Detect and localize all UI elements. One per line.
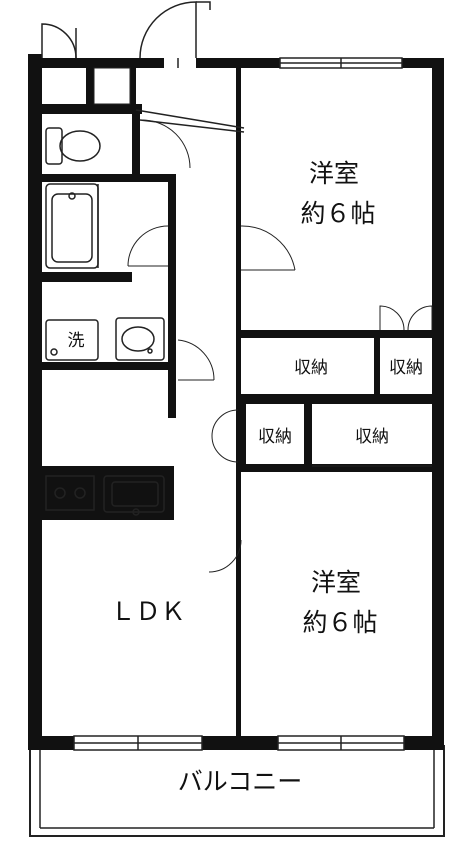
bathtub-icon: [45, 183, 99, 269]
stove-icon: [45, 475, 95, 511]
fixtures: [45, 67, 433, 573]
western-room-bottom-name: 洋室: [311, 568, 361, 597]
western-room-top-name: 洋室: [309, 159, 359, 188]
storage-label-1: 収納: [294, 358, 328, 378]
washer-label: 洗: [68, 331, 85, 351]
balcony-label: バルコニー: [178, 767, 303, 796]
toilet-icon: [45, 127, 101, 165]
storage-label-3: 収納: [258, 427, 292, 447]
entrance-doors: [41, 1, 211, 68]
interior-walls: [42, 66, 432, 736]
windows: [73, 57, 405, 751]
western-room-bottom-size: 約６帖: [302, 608, 377, 637]
sink-icon: [103, 475, 165, 516]
wash-basin-icon: [115, 317, 165, 361]
washer-icon: [45, 319, 99, 361]
western-room-top-size: 約６帖: [300, 199, 375, 228]
ldk-label: ＬＤＫ: [110, 597, 185, 626]
storage-label-2: 収納: [389, 358, 423, 378]
outer-walls: [28, 54, 444, 750]
storage-label-4: 収納: [355, 427, 389, 447]
